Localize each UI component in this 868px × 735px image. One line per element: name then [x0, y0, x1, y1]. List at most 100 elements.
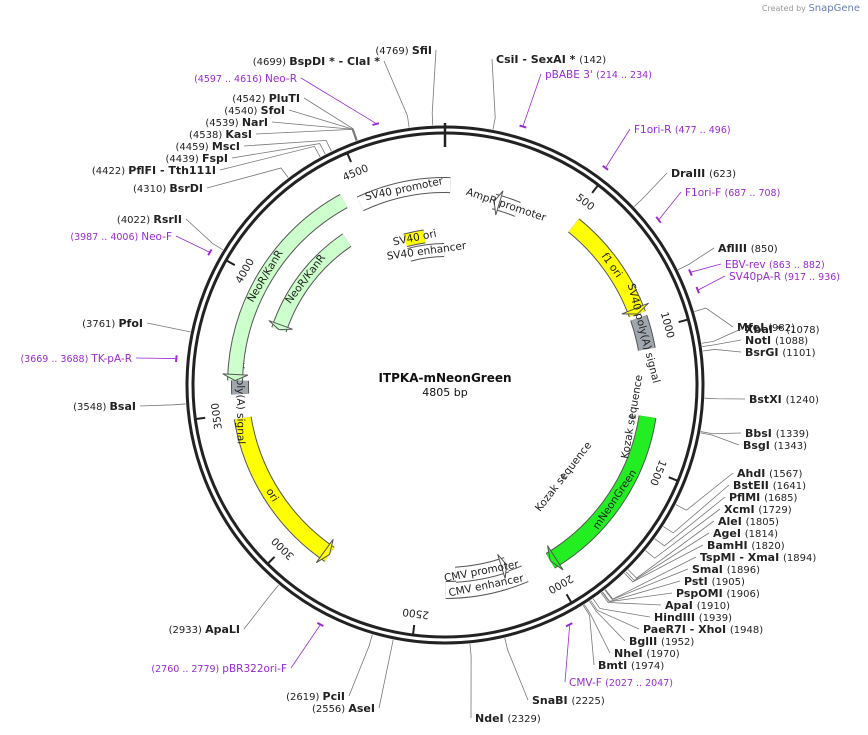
enzyme-ndei: NdeI (2329) [475, 712, 541, 725]
primer-name: EBV-rev [725, 259, 769, 271]
scale-tick [565, 593, 573, 605]
enzyme-name: FspI [202, 152, 228, 165]
enzyme-name: BsrGI [745, 346, 782, 359]
primer-name: pBABE 3' [545, 69, 596, 81]
scale-tick [194, 416, 206, 421]
enzyme-leader-sfii [431, 49, 437, 126]
enzyme-position: (2556) [312, 704, 348, 715]
primer-name: pBR322ori-F [222, 663, 287, 675]
primer-marker-tk-pa-r [174, 355, 178, 363]
enzyme-leader-agei [625, 532, 710, 581]
enzyme-name: BmtI [598, 659, 631, 672]
enzyme-position: (4022) [117, 215, 153, 226]
feature-kozak-sequence [561, 474, 567, 480]
enzyme-leader-bbsi [700, 431, 742, 435]
enzyme-position: (1814) [745, 529, 778, 540]
scale-tick-label: 1500 [647, 458, 668, 487]
feature-ori-outline [233, 416, 335, 562]
backbone-outer-ring [185, 125, 705, 645]
primer-leader-tk-pa-r [135, 357, 176, 359]
enzyme-leader-pspomi [601, 591, 673, 603]
primer-name: F1ori-R [634, 124, 675, 136]
enzyme-leader-bsteii [662, 484, 730, 534]
feature-label-mneongreen: mNeonGreen [591, 467, 640, 531]
enzyme-position: (1343) [774, 441, 807, 452]
enzyme-snabi: SnaBI (2225) [532, 694, 605, 707]
enzyme-leader-pcii [348, 634, 373, 697]
feature-sv40-enhancer [407, 244, 445, 261]
primer-name: F1ori-F [685, 187, 725, 199]
enzyme-position: (1339) [776, 429, 809, 440]
primer-neo-r: (4597 .. 4616) Neo-R [194, 73, 297, 85]
primer-pbr322ori-f: (2760 .. 2779) pBR322ori-F [151, 663, 287, 675]
feature-f1-ori-arrowhead [621, 302, 649, 315]
plasmid-length: 4805 bp [422, 386, 467, 399]
feature-label-sv40-poly-a-signal: SV40 poly(A) signal [625, 282, 662, 384]
enzyme-position: (1240) [786, 395, 819, 406]
primer-marker-ebv-rev [688, 269, 693, 276]
feature-neor-kanr [228, 194, 348, 381]
feature-cmv-promoter-arrowhead [497, 554, 508, 579]
enzyme-pcii: (2619) PciI [286, 690, 345, 703]
enzyme-leader-fspi [231, 143, 326, 159]
enzyme-leader-hindiii [592, 598, 651, 618]
feature-sv40-poly-a-signal [631, 315, 655, 351]
primer-range: (477 .. 496) [675, 125, 731, 136]
enzyme-leader-bamhi [624, 544, 704, 583]
enzyme-position: (4542) [232, 94, 268, 105]
primer-tk-pa-r: (3669 .. 3688) TK-pA-R [20, 353, 132, 365]
enzyme-msci: (4459) MscI [175, 140, 240, 153]
primer-leader-pbr322ori-f [290, 625, 321, 669]
primer-range: (917 .. 936) [784, 272, 840, 283]
enzyme-position: (850) [751, 244, 778, 255]
enzyme-name: AgeI [713, 527, 745, 540]
enzyme-bspdi-clai: (4699) BspDI * - ClaI * [253, 55, 380, 68]
enzyme-name: DraIII [671, 167, 709, 180]
enzyme-position: (1974) [631, 661, 664, 672]
snapgene-logo: SnapGene [808, 3, 860, 14]
primer-marker-f1ori-f [655, 216, 662, 224]
enzyme-position: (1641) [773, 481, 806, 492]
enzyme-sfii: (4769) SfiI [375, 44, 432, 57]
enzyme-bsai: (3548) BsaI [73, 400, 136, 413]
scale-tick-label: 2000 [546, 572, 575, 596]
enzyme-mfei: MfeI (982) [737, 321, 795, 334]
enzyme-nari: (4539) NarI [205, 116, 268, 129]
enzyme-leader-bsgi [700, 432, 740, 446]
enzyme-bstxi: BstXI (1240) [749, 393, 819, 406]
enzyme-position: (1729) [758, 505, 791, 516]
enzyme-name: SmaI [692, 563, 727, 576]
enzyme-bamhi: BamHI (1820) [707, 539, 785, 552]
enzyme-alei: AleI (1805) [718, 515, 779, 528]
enzyme-position: (4310) [133, 184, 169, 195]
enzyme-bglii: BglII (1952) [629, 635, 694, 648]
enzyme-leader-alei [627, 520, 715, 579]
enzyme-xcmi: XcmI (1729) [724, 503, 792, 516]
scale-tick-label: 1000 [658, 311, 677, 340]
feature-mneongreen-arrowhead [547, 545, 564, 571]
enzyme-leader-asei [378, 639, 394, 709]
enzyme-apai: ApaI (1910) [665, 599, 730, 612]
enzyme-leader-apai [600, 592, 662, 606]
feature-sv40-ori [403, 230, 426, 247]
enzyme-position: (2225) [571, 696, 604, 707]
enzyme-name: AleI [718, 515, 746, 528]
enzyme-psti: PstI (1905) [684, 575, 745, 588]
enzyme-name: BsaI [110, 400, 136, 413]
enzyme-rsrii: (4022) RsrII [117, 213, 182, 226]
enzyme-position: (2933) [169, 625, 205, 636]
enzyme-afliii: AflIII (850) [718, 242, 778, 255]
primer-marker-pbabe-3 [519, 124, 527, 129]
enzyme-position: (982) [768, 323, 795, 334]
enzyme-name: PflMI [729, 491, 764, 504]
enzyme-leader-xbai [701, 328, 742, 344]
enzyme-leader-pluti [303, 97, 358, 141]
credit-prefix: Created by [761, 4, 806, 13]
enzyme-agei: AgeI (1814) [713, 527, 778, 540]
enzyme-name: RsrII [153, 213, 182, 226]
enzyme-name: ApaI [665, 599, 697, 612]
enzyme-xbai: XbaI * (1078) [745, 323, 820, 336]
enzyme-name: PstI [684, 575, 712, 588]
